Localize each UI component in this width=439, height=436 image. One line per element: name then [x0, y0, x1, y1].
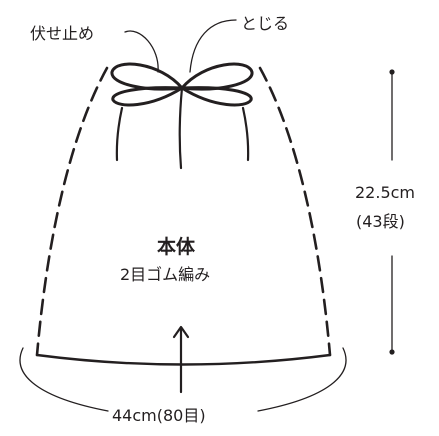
body-outline-right — [258, 66, 332, 357]
part-name-label: 本体 — [157, 236, 196, 258]
width-label: 44cm(80目) — [112, 406, 206, 425]
gather-label: とじる — [241, 14, 290, 33]
height-dimension-dot-bottom — [389, 349, 395, 355]
gather-leader — [189, 19, 237, 73]
gather-line-center — [178, 86, 184, 170]
body-bottom-edge — [35, 353, 332, 366]
width-dimension-left — [19, 347, 109, 412]
up-arrow-icon — [172, 325, 190, 394]
height-cm-label: 22.5cm — [355, 183, 416, 202]
gather-line-right — [241, 106, 250, 162]
height-rows-label: (43段) — [356, 212, 405, 231]
stitch-label: 2目ゴム編み — [120, 265, 211, 284]
bind-off-leader — [124, 30, 159, 73]
bind-off-label: 伏せ止め — [30, 24, 95, 43]
height-dimension-dot-top — [389, 69, 395, 75]
body-outline-left — [35, 66, 109, 357]
gather-line-left — [115, 106, 124, 162]
width-dimension-right — [257, 347, 347, 412]
